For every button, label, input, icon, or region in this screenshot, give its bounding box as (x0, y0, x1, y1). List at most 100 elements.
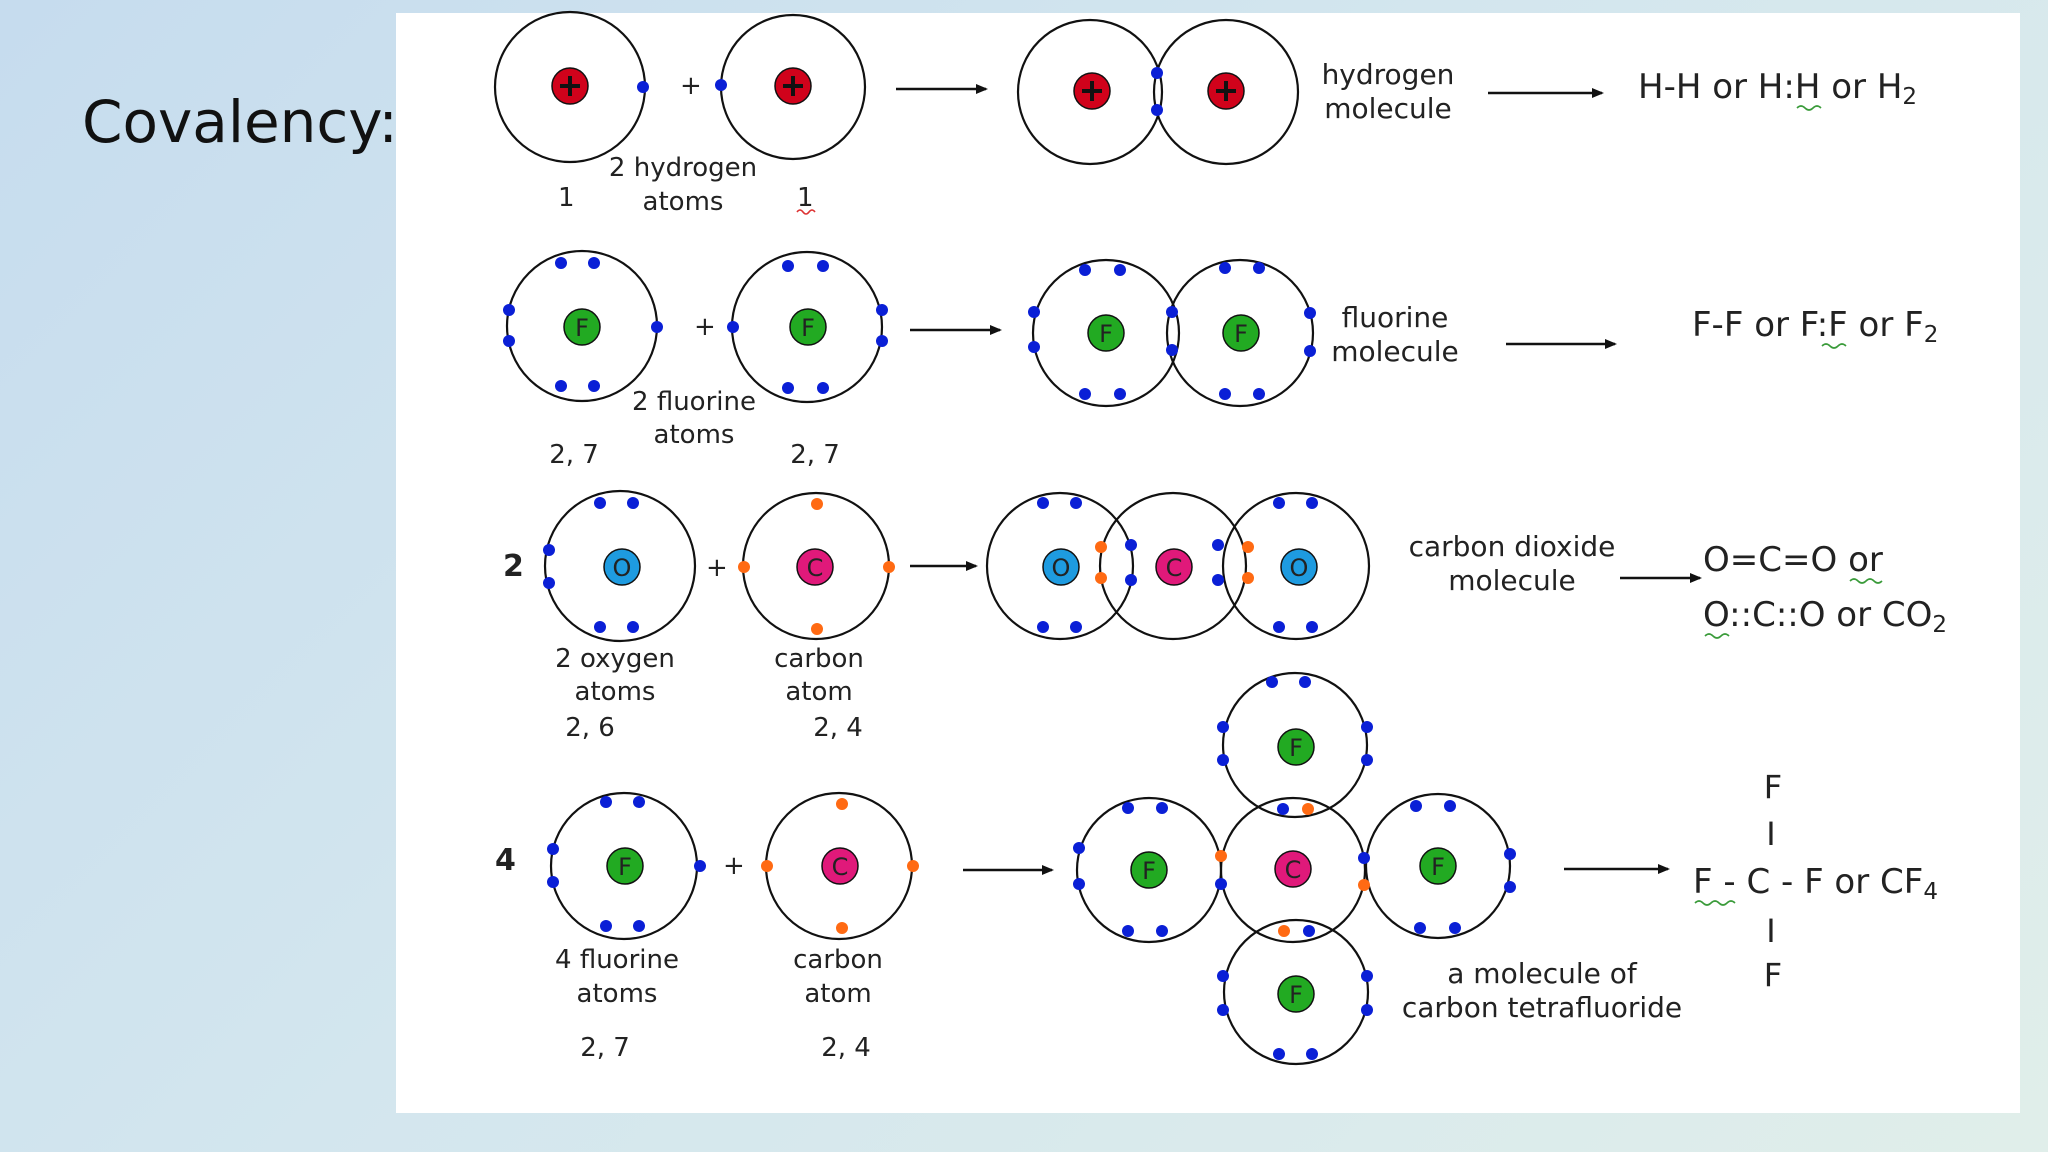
carbon-valence-electron (1302, 803, 1314, 815)
carbon-valence-electron (811, 498, 823, 510)
slide-title: Covalency: (82, 88, 398, 156)
cf4-structure-bottom-f: F (1764, 956, 1782, 994)
valence-electron (1358, 852, 1370, 864)
fluorine-molecule-label-line2: molecule (1331, 335, 1459, 368)
valence-electron (782, 260, 794, 272)
carbon-atom-label-line2: atom (785, 677, 852, 707)
valence-electron (1122, 802, 1134, 814)
valence-electron (1114, 264, 1126, 276)
valence-electron (1361, 754, 1373, 766)
fluorine-right-electron-config: 2, 7 (790, 440, 840, 470)
svg-text:F: F (575, 314, 589, 342)
hydrogen-electron-right (715, 79, 727, 91)
hydrogen-formula: H-H or H:H or H2 (1638, 67, 1917, 110)
row-carbon-dioxide: 2 O C + 2 oxygen atoms 2, 6 carbon atom … (503, 489, 1947, 743)
valence-electron (1070, 621, 1082, 633)
co2-plus-sign: + (706, 553, 728, 583)
valence-electron (817, 260, 829, 272)
valence-electron (876, 304, 888, 316)
fluorine-molecule-right-shell (1165, 258, 1315, 408)
svg-text:O: O (613, 554, 632, 582)
valence-electron (1212, 539, 1224, 551)
oxygen-nucleus (1280, 548, 1318, 586)
valence-electron (1304, 345, 1316, 357)
valence-electron (543, 544, 555, 556)
carbon-valence-electron (811, 623, 823, 635)
fluorine-molecule-label-line1: fluorine (1342, 301, 1449, 334)
row-carbon-tetrafluoride: 4 F C + 4 fluorine atoms 2, 7 carbon ato… (495, 671, 1938, 1066)
carbon-valence-electron (761, 860, 773, 872)
valence-electron (1273, 1048, 1285, 1060)
valence-electron (1504, 848, 1516, 860)
valence-electron (1273, 621, 1285, 633)
fluorine-atoms-label-line1: 2 fluorine (632, 387, 756, 417)
shared-electron (1166, 344, 1178, 356)
hydrogen-atoms-label-line1: 2 hydrogen (609, 153, 757, 183)
hydrogen-molecule-right-shell (1152, 18, 1300, 166)
valence-electron (600, 920, 612, 932)
carbon-valence-electron (1215, 850, 1227, 862)
valence-electron (876, 335, 888, 347)
shared-electron (1151, 67, 1163, 79)
valence-electron (1028, 306, 1040, 318)
co2-formula-line1: O=C=O or (1703, 540, 1883, 580)
valence-electron (543, 577, 555, 589)
fluorine-molecule-left-shell (1031, 258, 1181, 408)
valence-electron (1028, 341, 1040, 353)
fluorine-nucleus (1277, 975, 1315, 1013)
valence-electron (1212, 574, 1224, 586)
valence-electron (1217, 754, 1229, 766)
hydrogen-molecule-left-shell (1016, 18, 1164, 166)
carbon-valence-electron (1095, 572, 1107, 584)
co2-oxygen-coefficient: 2 (503, 549, 524, 584)
carbon-valence-electron (836, 922, 848, 934)
valence-electron (1253, 388, 1265, 400)
valence-electron (1444, 800, 1456, 812)
valence-electron (1306, 497, 1318, 509)
co2-molecule-oxygen-left-shell (985, 491, 1135, 641)
valence-electron (627, 621, 639, 633)
valence-electron (1215, 878, 1227, 890)
valence-electron (1306, 621, 1318, 633)
svg-text:F: F (1289, 734, 1303, 762)
carbon-nucleus: C (796, 548, 834, 586)
valence-electron (503, 335, 515, 347)
carbon-valence-electron (907, 860, 919, 872)
fluorine-formula: F-F or F:F or F2 (1692, 305, 1938, 348)
spellcheck-underline (1796, 105, 1822, 111)
valence-electron (588, 257, 600, 269)
valence-electron (1073, 842, 1085, 854)
cf4-molecule-fluorine-bottom-shell (1222, 918, 1370, 1066)
valence-electron (1125, 574, 1137, 586)
fluorine-nucleus (563, 308, 601, 346)
valence-electron (627, 497, 639, 509)
cf4-molecule-fluorine-left-nucleus: F (1130, 851, 1168, 889)
valence-electron (1361, 1004, 1373, 1016)
hydrogen-electron-left (637, 81, 649, 93)
valence-electron (1217, 1004, 1229, 1016)
valence-electron (1449, 922, 1461, 934)
valence-electron (555, 257, 567, 269)
valence-electron (1219, 388, 1231, 400)
valence-electron (1414, 922, 1426, 934)
valence-electron (1037, 621, 1049, 633)
valence-electron (1217, 721, 1229, 733)
oxygen-nucleus (603, 548, 641, 586)
hydrogen-molecule-label-line2: molecule (1324, 92, 1452, 125)
valence-electron (633, 796, 645, 808)
fluorine-left-electron-config: 2, 7 (549, 440, 599, 470)
svg-text:C: C (1285, 856, 1302, 884)
cf4-molecule-fluorine-right-shell (1364, 792, 1512, 940)
svg-text:F: F (1142, 857, 1156, 885)
oxygen-atom-shell (543, 489, 697, 643)
co2-molecule-label-line2: molecule (1448, 564, 1576, 597)
svg-text:F: F (618, 853, 632, 881)
spellcheck-underline (1849, 578, 1883, 584)
valence-electron (588, 380, 600, 392)
cf4-molecule-carbon-nucleus: C (1274, 850, 1312, 888)
cf4-structure-top-f: F (1764, 768, 1782, 806)
cf4-molecule-carbon-shell (1219, 796, 1367, 944)
hydrogen-molecule-nucleus-left (1073, 72, 1111, 110)
valence-electron (1122, 925, 1134, 937)
carbon-nucleus (821, 847, 859, 885)
